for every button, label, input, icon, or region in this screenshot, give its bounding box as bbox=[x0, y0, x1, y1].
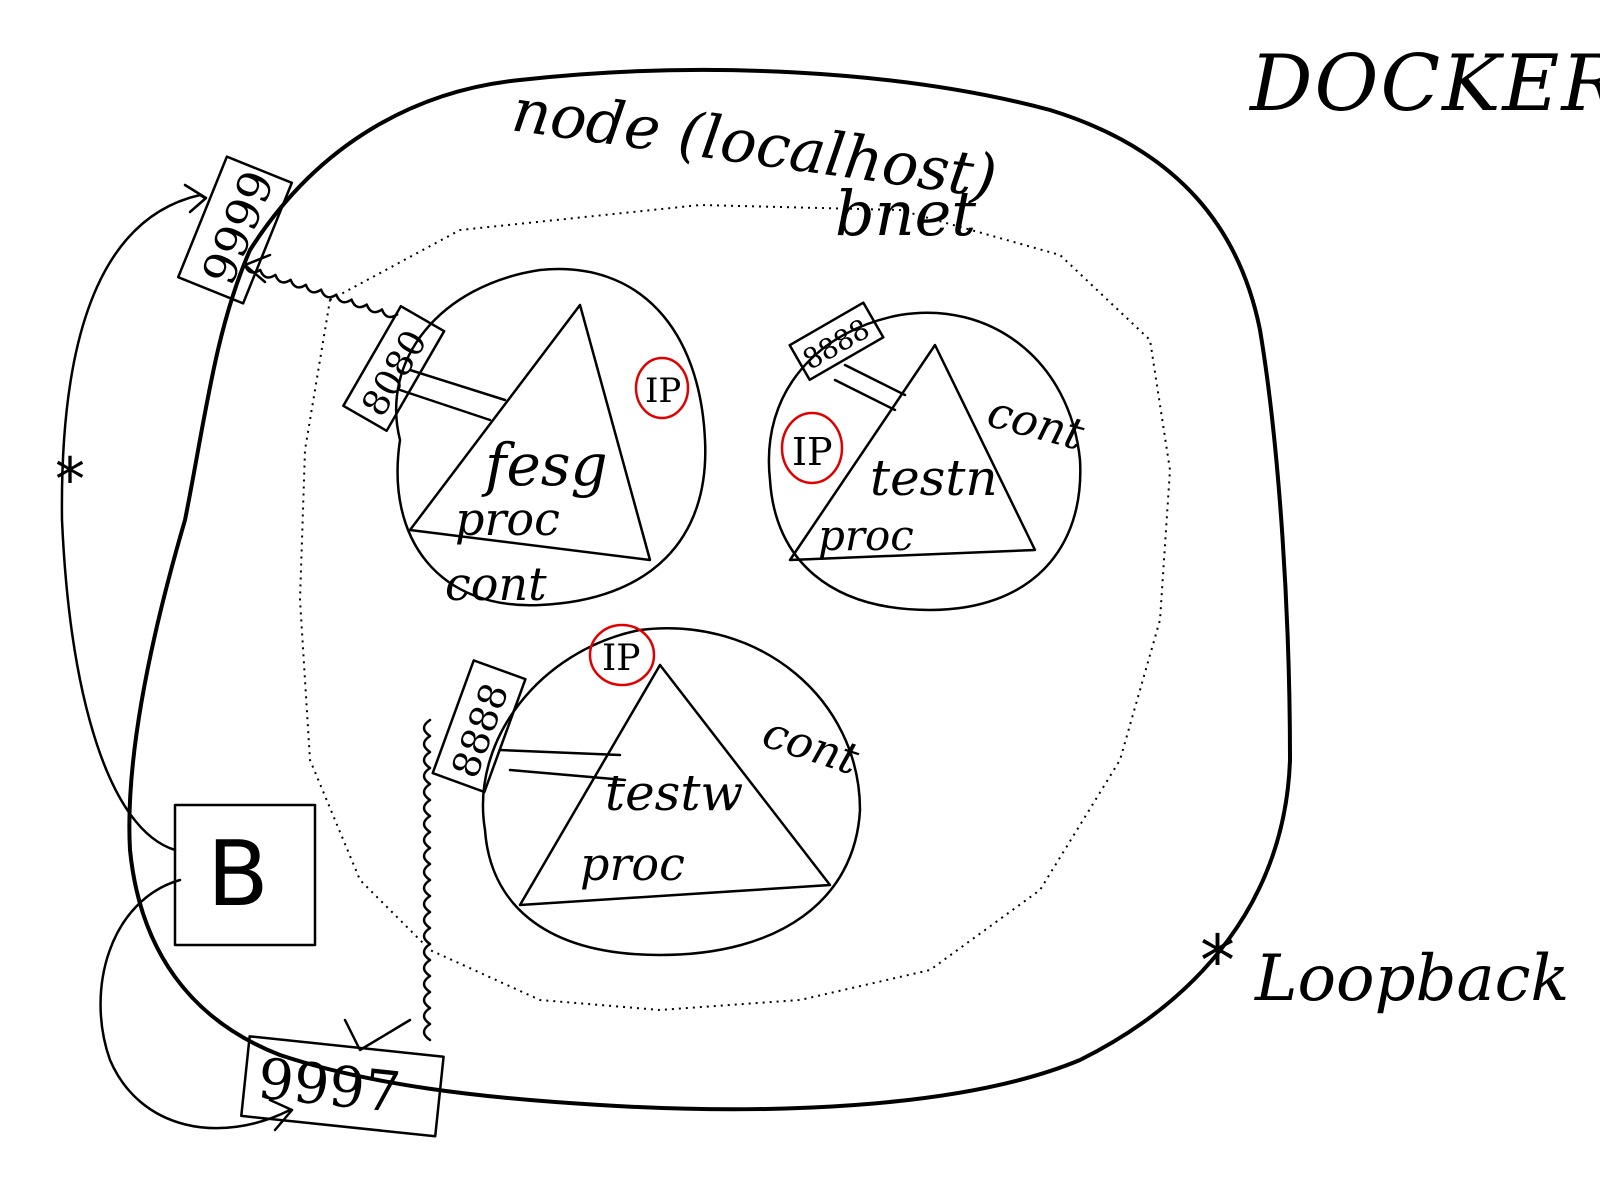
ip-label: IP bbox=[792, 430, 833, 474]
host-port-label: 9997 bbox=[255, 1047, 404, 1127]
diagram-title: DOCKER bbox=[1248, 39, 1600, 129]
port-link bbox=[833, 363, 907, 412]
loopback-path-lower bbox=[99, 878, 292, 1130]
container-port-box bbox=[431, 659, 527, 794]
process-triangle bbox=[788, 343, 1037, 562]
cont-label: cont bbox=[757, 707, 865, 786]
proc-label: proc bbox=[455, 492, 560, 546]
container-testn: 8888 IP testn proc cont bbox=[767, 301, 1090, 612]
process-triangle bbox=[518, 663, 832, 907]
container-testw: 8888 IP testw proc cont bbox=[431, 623, 865, 957]
node-boundary bbox=[127, 68, 1292, 1112]
legend-label: Loopback bbox=[1254, 942, 1569, 1016]
arrow-9999 bbox=[183, 183, 208, 214]
host-port-box bbox=[240, 1035, 445, 1138]
arrow-to-9999 bbox=[243, 253, 272, 284]
container-boundary bbox=[394, 267, 707, 607]
port-mapping-9997-8888 bbox=[422, 718, 432, 1042]
proc-label: proc bbox=[580, 837, 685, 891]
process-name: testn bbox=[870, 449, 998, 507]
host-port-9997: 9997 bbox=[240, 1035, 445, 1138]
container-port-box bbox=[788, 301, 885, 382]
ip-label: IP bbox=[602, 638, 640, 679]
process-triangle bbox=[408, 303, 652, 562]
host-port-label: 9999 bbox=[191, 163, 285, 292]
legend-symbol: * bbox=[1200, 920, 1235, 1002]
container-boundary bbox=[481, 627, 862, 957]
browser-box bbox=[173, 803, 317, 947]
host-port-box bbox=[176, 155, 294, 305]
loopback-path-upper bbox=[60, 193, 207, 852]
bnet-label: bnet bbox=[835, 177, 976, 250]
container-port-box bbox=[342, 304, 446, 433]
process-name: testw bbox=[605, 764, 743, 822]
container-boundary bbox=[767, 311, 1082, 612]
port-link bbox=[498, 748, 627, 782]
container-port-label: 8888 bbox=[797, 312, 875, 376]
host-port-9999: 9999 bbox=[176, 155, 294, 305]
cont-label: cont bbox=[445, 557, 547, 611]
proc-label: proc bbox=[818, 511, 914, 560]
arrow-9997 bbox=[268, 1098, 294, 1132]
port-mapping-9999-8080 bbox=[243, 263, 399, 319]
browser-label: B bbox=[207, 822, 269, 927]
ip-highlight bbox=[634, 356, 690, 420]
process-name: fesg bbox=[481, 431, 608, 499]
container-fesg: 8080 IP fesg proc cont bbox=[342, 267, 707, 611]
cont-label: cont bbox=[982, 386, 1089, 460]
loopback-marker: * bbox=[55, 445, 85, 515]
ip-label: IP bbox=[645, 371, 681, 411]
ip-highlight bbox=[780, 411, 844, 485]
bnet-boundary bbox=[298, 203, 1172, 1012]
ip-highlight bbox=[588, 623, 656, 687]
port-link bbox=[398, 368, 507, 422]
arrow-to-9997 bbox=[343, 1018, 412, 1052]
